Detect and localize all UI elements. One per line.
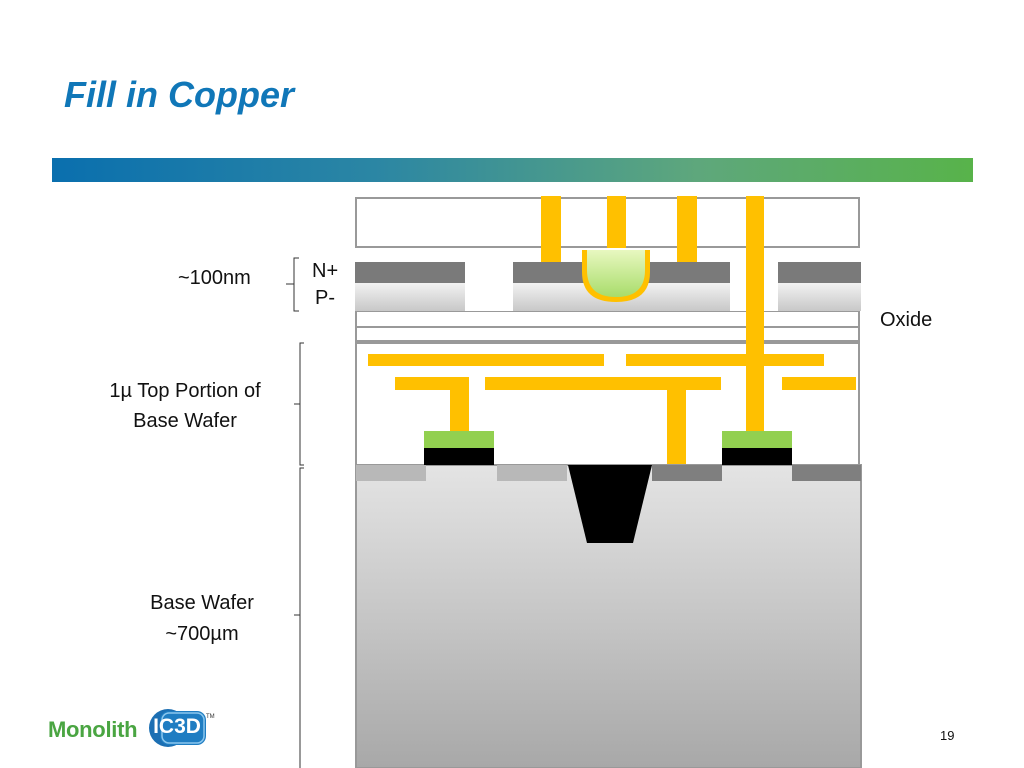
copper-fill-plug [587,250,645,297]
page-title: Fill in Copper [64,74,294,115]
label-base-wafer-line1: Base Wafer [150,592,254,614]
copper-line [485,377,721,390]
bracket-top-portion [294,342,304,466]
surface-strip [792,465,861,481]
label-p-minus: P- [315,287,335,309]
logo-wordmark: Monolith [48,717,138,742]
logo-badge-text: IC3D [153,715,201,738]
label-n-plus: N+ [312,260,339,282]
surface-strip [497,465,567,481]
title-gradient-bar [52,158,973,182]
copper-via [450,377,469,431]
isolation-gap [465,262,513,311]
bracket-base-wafer [294,467,304,768]
gate-black [424,448,494,465]
label-top-portion-line1: 1µ Top Portion of [109,380,261,402]
label-100nm: ~100nm [178,267,251,289]
copper-via [541,196,561,262]
bracket-100nm [286,257,299,312]
surface-strip [356,465,426,481]
page-number: 19 [940,728,955,743]
monolith-ic3d-logo: Monolith IC3D TM [48,708,218,748]
gate-black [722,448,792,465]
label-oxide: Oxide [880,309,933,331]
copper-via [607,196,626,248]
gate-contact-green [424,431,494,448]
label-top-portion-line2: Base Wafer [133,410,237,432]
gate-contact-green [722,431,792,448]
oxide-layer-lower [355,326,860,342]
copper-via [667,377,686,464]
surface-strip [652,465,722,481]
oxide-layer-upper [355,310,860,328]
copper-line [626,354,824,366]
copper-line [782,377,856,390]
copper-via [677,196,697,262]
trench-isolation [568,465,652,543]
label-base-wafer-line2: ~700µm [165,623,239,645]
copper-via [746,196,764,431]
copper-line [368,354,604,366]
logo-trademark: TM [206,714,215,720]
logo-badge-icon [149,709,206,747]
